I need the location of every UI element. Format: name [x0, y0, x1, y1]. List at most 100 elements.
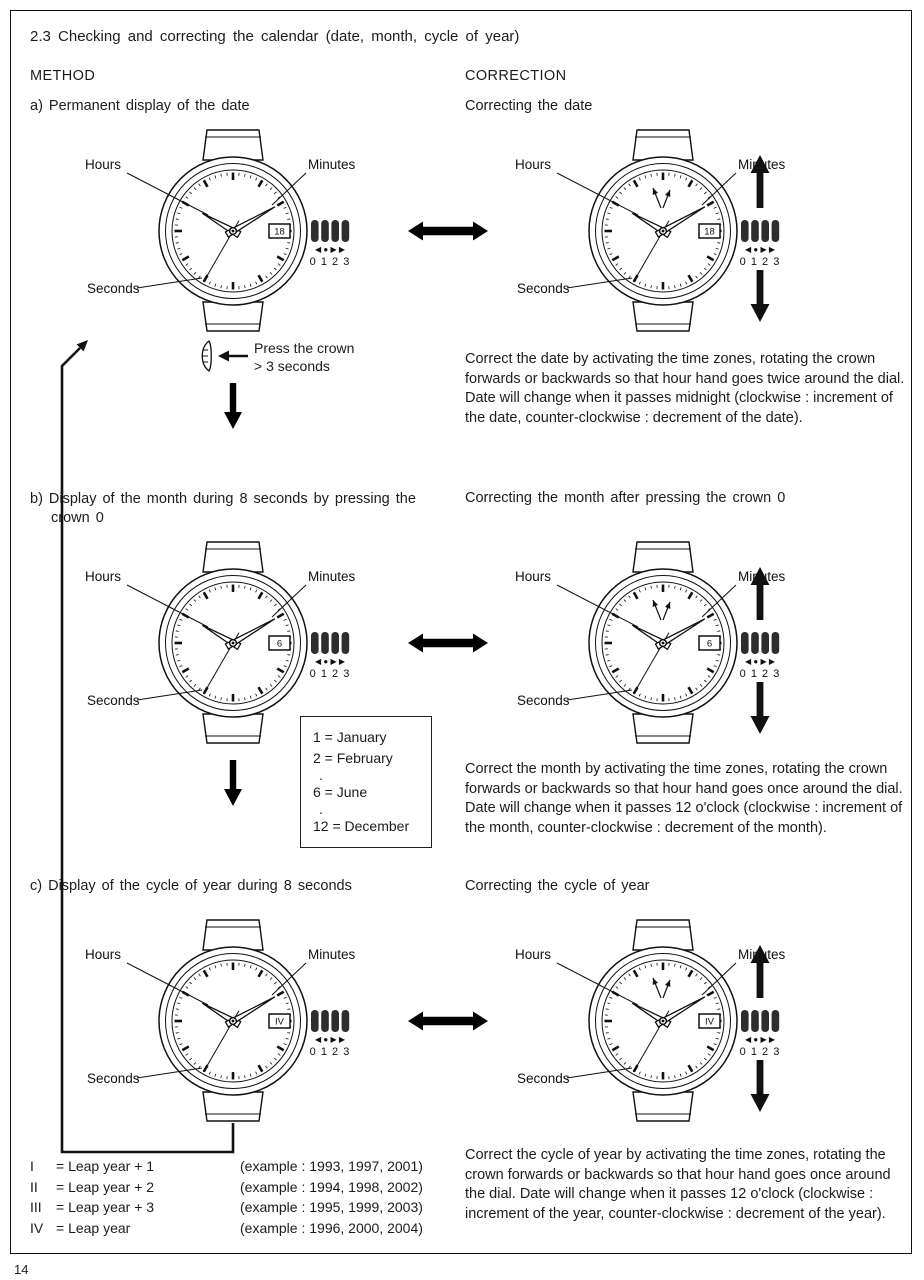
date-window: [698, 1013, 721, 1029]
crown-button: [311, 1010, 319, 1032]
month-legend-item: 1 = January: [313, 729, 387, 745]
heading-b-correction: Correcting the month after pressing the …: [465, 490, 786, 506]
crown-button: [331, 220, 339, 242]
minutes-label: Minutes: [308, 569, 356, 584]
date-window: [698, 223, 721, 239]
crown-position-numbers: 0 1 2 3: [310, 1046, 351, 1058]
date-window: [268, 223, 291, 239]
month-legend-item: 12 = December: [313, 818, 410, 834]
section-title: 2.3 Checking and correcting the calendar…: [30, 28, 520, 45]
crown-down-arrow-icon: [750, 682, 770, 734]
seconds-label: Seconds: [87, 693, 140, 708]
crown-button: [321, 220, 329, 242]
crown-button: [321, 632, 329, 654]
crown-button: [341, 1010, 350, 1032]
crown-position-numbers: 0 1 2 3: [740, 256, 781, 268]
date-window: [698, 635, 721, 651]
crown-button: [321, 1010, 329, 1032]
crown-button: [741, 632, 749, 654]
crown-position-numbers: 0 1 2 3: [310, 256, 351, 268]
month-legend-ellipsis: .: [319, 801, 323, 817]
date-window-value: 6: [277, 639, 282, 650]
date-window: [268, 1013, 291, 1029]
leap-year-row: IV= Leap year(example : 1996, 2000, 2004…: [30, 1219, 423, 1236]
crown-button: [341, 220, 350, 242]
crown-button: [751, 632, 759, 654]
leap-year-row: II= Leap year + 2(example : 1994, 1998, …: [30, 1178, 423, 1195]
month-legend-item: 6 = June: [313, 784, 368, 800]
heading-c-method: c) Display of the cycle of year during 8…: [30, 878, 352, 894]
hours-label: Hours: [515, 947, 551, 962]
heading-b-method: b) Display of the month during 8 seconds…: [30, 491, 416, 526]
minutes-label: Minutes: [308, 947, 356, 962]
page-border: [10, 10, 912, 1254]
press-crown-duration: > 3 seconds: [254, 358, 330, 374]
crown-button: [771, 220, 780, 242]
crown-position-markers: ◀ ● ▶ ▶: [745, 657, 776, 666]
crown-button: [331, 1010, 339, 1032]
crown-position-numbers: 0 1 2 3: [740, 1046, 781, 1058]
date-window-value: IV: [705, 1017, 715, 1028]
seconds-label: Seconds: [517, 1071, 570, 1086]
leap-year-row: III= Leap year + 3(example : 1995, 1999,…: [30, 1199, 423, 1215]
rotate-hands-arrows-icon: [652, 187, 671, 209]
crown-position-numbers: 0 1 2 3: [740, 668, 781, 680]
crown-button: [741, 220, 749, 242]
crown-position-numbers: 0 1 2 3: [310, 668, 351, 680]
seconds-label: Seconds: [517, 693, 570, 708]
date-window-value: 18: [274, 227, 285, 238]
hours-label: Hours: [515, 569, 551, 584]
seconds-label: Seconds: [517, 281, 570, 296]
crown-button: [771, 1010, 780, 1032]
crown-position-markers: ◀ ● ▶ ▶: [745, 1035, 776, 1044]
crown-button: [331, 632, 339, 654]
crown-button: [741, 1010, 749, 1032]
hours-label: Hours: [85, 947, 121, 962]
month-legend-item: 2 = February: [313, 750, 393, 766]
crown-up-arrow-icon: [750, 567, 770, 620]
column-header-method: METHOD: [30, 68, 96, 84]
crown-button: [311, 220, 319, 242]
rotate-hands-arrows-icon: [652, 977, 671, 999]
hours-label: Hours: [85, 157, 121, 172]
rotate-hands-arrows-icon: [652, 599, 671, 621]
month-legend-box: 1 = January 2 = February . 6 = June . 12…: [300, 716, 432, 848]
correction-text-date: Correct the date by activating the time …: [465, 351, 905, 426]
date-window-value: 6: [707, 639, 712, 650]
crown-button: [771, 632, 780, 654]
crown-button: [761, 220, 769, 242]
month-legend-ellipsis: .: [319, 767, 323, 783]
page-number: 14: [14, 1262, 29, 1277]
date-window: [268, 635, 291, 651]
crown-button: [311, 632, 319, 654]
correction-text-month: Correct the month by activating the time…: [465, 761, 903, 836]
leap-year-legend: I= Leap year + 1(example : 1993, 1997, 2…: [30, 1156, 423, 1238]
date-window-value: 18: [704, 227, 715, 238]
seconds-label: Seconds: [87, 1071, 140, 1086]
crown-down-arrow-icon: [750, 270, 770, 322]
minutes-label: Minutes: [308, 157, 356, 172]
crown-up-arrow-icon: [750, 945, 770, 998]
heading-c-correction: Correcting the cycle of year: [465, 878, 650, 894]
press-crown-label: Press the crown: [254, 340, 355, 356]
hours-label: Hours: [85, 569, 121, 584]
crown-button: [751, 220, 759, 242]
heading-a-correction: Correcting the date: [465, 98, 593, 114]
crown-up-arrow-icon: [750, 155, 770, 208]
crown-button: [341, 632, 350, 654]
crown-down-arrow-icon: [750, 1060, 770, 1112]
date-window-value: IV: [275, 1017, 285, 1028]
leap-year-row: I= Leap year + 1(example : 1993, 1997, 2…: [30, 1158, 423, 1174]
